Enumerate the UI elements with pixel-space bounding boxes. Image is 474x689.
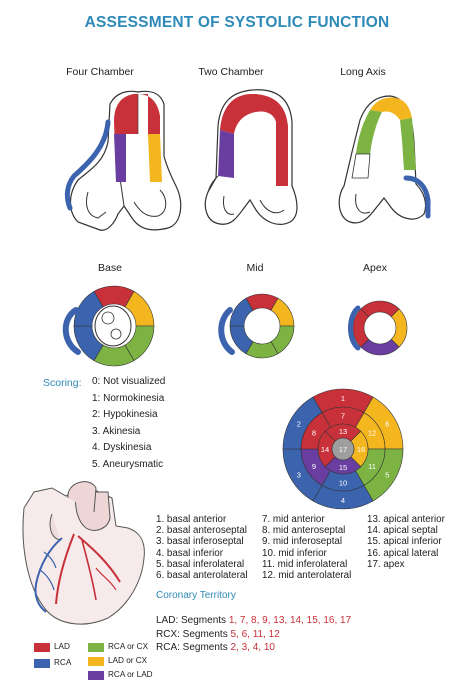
segment-list-apical: 13. apical anterior 14. apical septal 15… [367,514,445,570]
mid-label: Mid [246,262,264,274]
segment-label: 10. mid inferior [262,547,327,559]
bullseye-segment-number: 15 [339,463,347,472]
legend-swatch [88,642,104,652]
legend-swatch [88,656,104,666]
bullseye-segment-number: 16 [357,445,365,454]
legend-swatch [34,658,50,668]
segment-label: 6. basal anterolateral [156,570,248,582]
base-short-axis-diagram [62,285,155,367]
apex-label: Apex [363,262,387,274]
bullseye-segment-number: 5 [385,471,389,480]
bullseye-segment-number: 8 [312,428,316,437]
coronary-territory-list: LAD: Segments 1, 7, 8, 9, 13, 14, 15, 16… [156,614,351,655]
two-chamber-diagram [204,89,298,225]
bullseye-segment-number: 3 [297,471,301,480]
coronary-territory-heading: Coronary Territory [156,590,236,601]
base-label: Base [98,262,122,274]
score-item: 5. Aneurysmatic [92,458,164,470]
score-item: 4. Dyskinesia [92,442,152,453]
segment-label: 11. mid inferolateral [262,558,348,570]
bullseye-segment-number: 7 [341,412,345,421]
segment-label: 9. mid inferoseptal [262,536,343,548]
bullseye-segment-number: 17 [339,445,347,454]
segment-label: 13. apical anterior [367,514,445,525]
rca-territory: RCA: Segments 2, 3, 4, 10 [156,642,275,653]
bullseye-segment-number: 1 [341,394,345,403]
page-title: ASSESSMENT OF SYSTOLIC FUNCTION [84,14,390,31]
segment-label: 2. basal anteroseptal [156,525,247,537]
legend-swatch [88,670,104,680]
segment-label: 15. apical inferior [367,536,442,548]
segment-label: 14. apical septal [367,525,438,537]
bullseye-segment-number: 14 [321,445,329,454]
legend-lad-or-cx: LAD or CX [88,656,153,666]
legend-col1: LAD RCA [34,642,71,668]
short-axis-segment [229,297,254,327]
score-item: 2: Hypokinesia [92,409,158,420]
score-item: 1: Normokinesia [92,392,165,404]
long-axis-label: Long Axis [340,66,386,78]
bullseye-segment-number: 11 [368,462,376,471]
legend-rca: RCA [34,658,71,668]
segment-label: 17. apex [367,558,405,570]
segment-label: 16. apical lateral [367,547,439,559]
four-chamber-label: Four Chamber [66,66,134,78]
short-axis-segment [73,290,104,327]
segment-list-basal: 1. basal anterior 2. basal anteroseptal … [156,514,248,581]
mid-short-axis-diagram [218,293,295,359]
scoring-list: 0: Not visualized 1: Normokinesia 2: Hyp… [92,374,165,473]
four-chamber-diagram [64,90,182,231]
bullseye-segment-number: 2 [297,420,301,429]
lad-territory: LAD: Segments 1, 7, 8, 9, 13, 14, 15, 16… [156,615,352,626]
long-axis-diagram [338,95,431,224]
bullseye-segment-number: 4 [341,496,345,505]
segment-list-mid: 7. mid anterior 8. mid anteroseptal 9. m… [262,514,351,581]
bullseye-segment-number: 13 [339,427,347,436]
score-item: 0: Not visualized [92,376,166,387]
score-item: 3. Akinesia [92,425,141,437]
segment-label: 3. basal inferoseptal [156,536,244,548]
legend-lad: LAD [34,642,71,652]
legend-rca-or-cx: RCA or CX [88,642,153,652]
segment-label: 1. basal anterior [156,514,227,525]
bullseye-segment-number: 6 [385,420,389,429]
segment-label: 4. basal inferior [156,547,223,559]
bullseye-segment-number: 10 [339,479,347,488]
legend-col2: RCA or CX LAD or CX RCA or LAD [88,642,153,680]
segment-label: 12. mid anterolateral [262,570,352,582]
short-axis-segment [352,308,370,348]
segment-label: 5. basal inferolateral [156,558,245,570]
apex-short-axis-diagram [348,300,408,356]
bullseye-segment-number: 9 [312,462,316,471]
coronary-heart-illustration [22,481,145,625]
two-chamber-label: Two Chamber [198,66,264,78]
segment-label: 8. mid anteroseptal [262,525,346,537]
rcx-territory: RCX: Segments 5, 6, 11, 12 [156,628,280,640]
segment-label: 7. mid anterior [262,514,325,525]
legend-rca-or-lad: RCA or LAD [88,670,153,680]
scoring-heading: Scoring: [43,377,82,389]
bullseye-segment-number: 12 [368,428,376,437]
legend-swatch [34,642,50,652]
bullseye-apex-segment [331,437,355,461]
